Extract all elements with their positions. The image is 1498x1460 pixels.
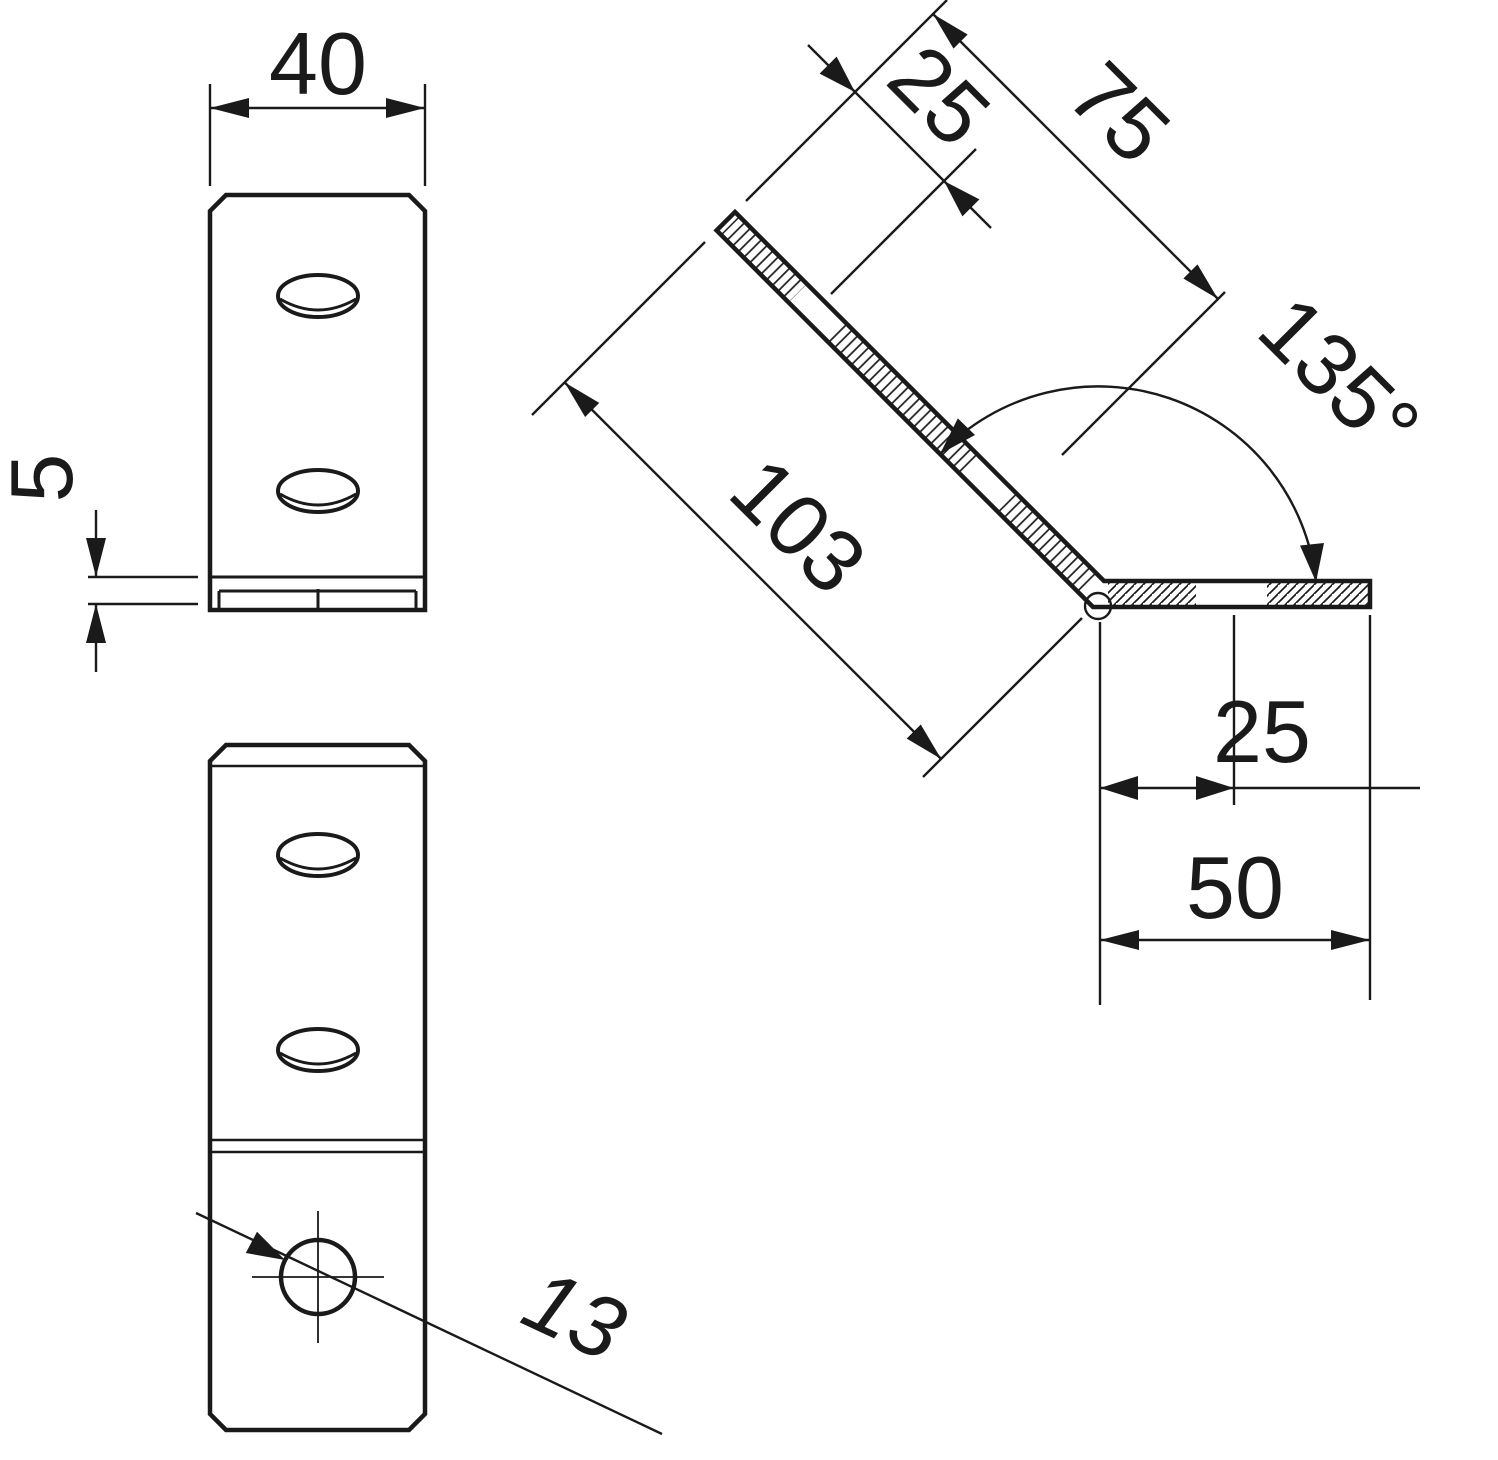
view-front-top: 40 5 [0, 14, 428, 672]
part-outline [713, 208, 1373, 610]
slot-hole-inner-arc [279, 856, 357, 871]
slot-hole-inner-arc [279, 492, 357, 507]
hatch-fill [1267, 583, 1368, 607]
dim-label-leg-length: 75 [1050, 43, 1189, 182]
slot-hole [276, 832, 360, 878]
dimension-line [563, 381, 943, 760]
center-cross [252, 1211, 384, 1343]
part-outline [207, 742, 428, 1433]
angle-arc [939, 385, 1318, 583]
extension-line [1098, 615, 1236, 1005]
dimension-hole-diameter: 13 [195, 1211, 663, 1436]
dim-label-hole-diameter: 13 [510, 1249, 641, 1380]
hatch-fill [998, 493, 1099, 594]
dimension-width: 40 [208, 14, 427, 186]
dimension-line [932, 13, 1219, 300]
flange-band-lines [210, 575, 425, 610]
extension-line [531, 241, 1083, 778]
bend-circle [1083, 591, 1113, 621]
slot-hole [276, 468, 360, 514]
dimension-thickness: 5 [0, 454, 198, 672]
arrowhead [1300, 543, 1324, 582]
dim-label-base-length: 50 [1186, 838, 1284, 937]
view-side: 135° 25 75 103 25 [531, 0, 1439, 1005]
hatch-fill [1108, 583, 1196, 607]
dim-label-angle: 135° [1240, 277, 1439, 476]
dimension-base-length: 50 [1100, 615, 1372, 1000]
slot-hole [276, 273, 360, 319]
slot-hole [276, 1027, 360, 1073]
dim-label-slot-offset: 25 [870, 26, 1009, 165]
dimension-slot-offset: 25 [745, 0, 1009, 295]
view-front-bottom: 13 [195, 742, 663, 1436]
hatch-fill [721, 216, 807, 302]
arrowhead [1196, 776, 1234, 800]
slot-hole-inner-arc [279, 297, 357, 312]
arrowhead [245, 1231, 285, 1260]
bend-line [210, 1138, 425, 1154]
dim-label-flat-length: 103 [712, 439, 886, 613]
part-outline [207, 192, 428, 613]
arrowhead [819, 56, 855, 92]
extension-line [1061, 291, 1226, 456]
hatch-fill [825, 320, 981, 476]
extension-line [88, 575, 198, 606]
slot-hole-inner-arc [279, 1051, 357, 1066]
dim-label-hole-offset: 25 [1213, 682, 1311, 781]
arrowhead [1100, 776, 1138, 800]
dimension-hole-offset: 25 [1098, 615, 1420, 1005]
dimension-angle: 135° [939, 277, 1439, 583]
dim-label-thickness: 5 [0, 454, 91, 503]
dim-label-width: 40 [269, 14, 367, 113]
arrowhead [940, 418, 975, 454]
